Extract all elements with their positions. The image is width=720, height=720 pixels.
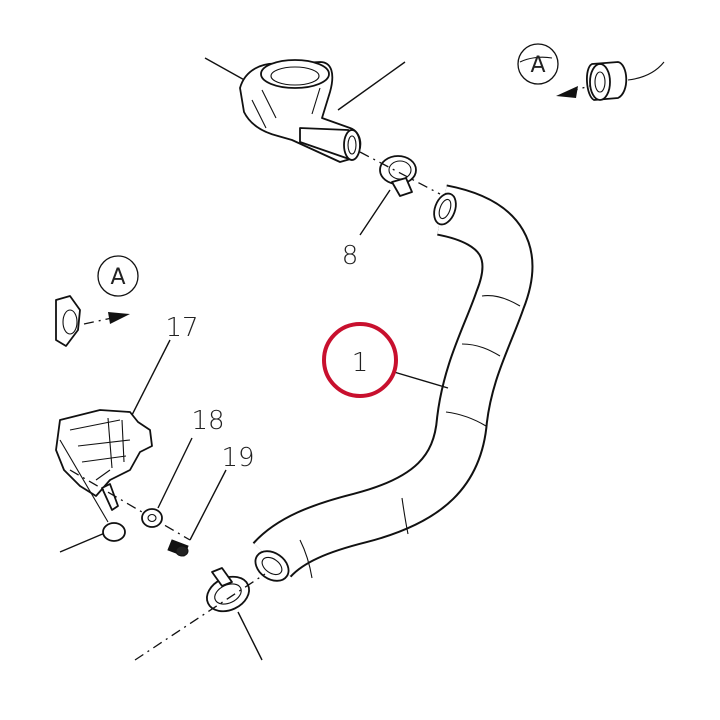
highlight-ring <box>322 322 398 398</box>
view-a-circle-top <box>517 43 559 85</box>
callout-19: 19 <box>221 443 254 473</box>
view-marker-a-left: A <box>110 265 125 290</box>
callout-8: 8 <box>342 241 359 271</box>
callout-18: 18 <box>191 406 224 436</box>
screw-19 <box>167 469 227 557</box>
arrow-left-icon <box>556 86 578 98</box>
callout-1: 1 <box>352 348 369 378</box>
arrow-right-icon <box>108 312 130 324</box>
washer-18 <box>141 437 193 528</box>
left-view-a-detail <box>55 255 139 347</box>
drain-hose-1 <box>252 184 534 582</box>
clamp-bottom <box>134 567 266 661</box>
bolt-small <box>102 522 126 542</box>
bracket-17 <box>55 339 191 553</box>
callout-17: 17 <box>165 313 198 343</box>
view-a-circle-left <box>97 255 139 297</box>
top-right-view-a-detail <box>517 43 665 101</box>
clamp-8 <box>359 151 441 236</box>
view-marker-a-top: A <box>530 53 545 78</box>
pump-housing <box>204 57 406 163</box>
